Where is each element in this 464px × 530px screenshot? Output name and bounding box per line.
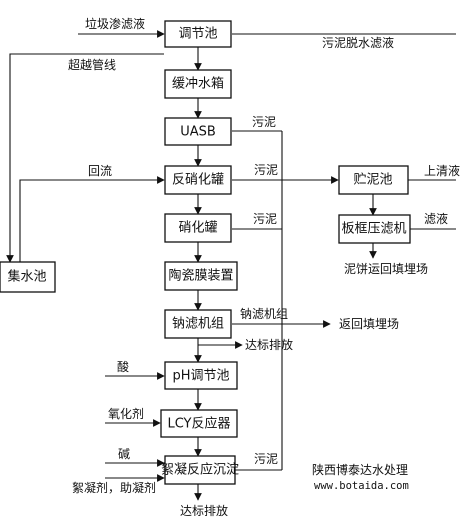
label-lvye: 滤液 [424, 211, 448, 226]
box-lcy: LCY反应器 [160, 409, 238, 438]
box-bankuang: 板框压滤机 [338, 214, 411, 244]
label-shangqing: 上清液 [424, 163, 460, 178]
label-wuni-xiaohua: 污泥 [253, 212, 277, 226]
label-dabiao-mid: 达标排放 [245, 337, 293, 352]
box-xuning: 絮凝反应沉淀 [161, 455, 239, 485]
bypass-line [6, 53, 164, 263]
return-flow-line [19, 176, 165, 262]
box-label: 调节池 [178, 27, 217, 42]
box-label: UASB [180, 125, 216, 140]
label-huiliu: 回流 [88, 164, 112, 178]
box-tiaojie: 调节池 [164, 20, 232, 48]
label-dabiao-bottom: 达标排放 [180, 503, 228, 518]
box-huanchong: 缓冲水箱 [164, 69, 232, 99]
label-xuningji: 絮凝剂，助凝剂 [72, 480, 156, 495]
label-yanghuaji: 氧化剂 [108, 406, 144, 421]
label-nibing: 泥饼运回填埋场 [344, 262, 428, 276]
watermark-line2: www.botaida.com [314, 480, 409, 492]
box-label: pH调节池 [172, 369, 229, 384]
box-label: 集水池 [7, 269, 46, 285]
label-fanhui: 返回填埋场 [339, 317, 399, 331]
label-wuni-xuning: 污泥 [254, 452, 278, 466]
box-label: 钠滤机组 [172, 317, 224, 332]
box-nalv: 钠滤机组 [164, 309, 232, 339]
watermark-line1: 陕西博泰达水处理 [312, 462, 408, 477]
label-suan: 酸 [117, 359, 129, 374]
label-chaoyue: 超越管线 [68, 57, 116, 72]
box-ph: pH调节池 [164, 361, 238, 390]
box-zhuni: 贮泥池 [338, 165, 409, 195]
box-label: 硝化罐 [178, 221, 217, 236]
label-wuni-uasb: 污泥 [252, 115, 276, 129]
box-uasb: UASB [164, 117, 232, 146]
box-jishui: 集水池 [0, 261, 56, 293]
box-label: LCY反应器 [167, 416, 230, 432]
watermark: 陕西博泰达水处理 www.botaida.com [308, 459, 420, 493]
label-wuni-tuoshui: 污泥脱水滤液 [322, 35, 394, 50]
label-nalv-right: 钠滤机组 [240, 306, 288, 321]
box-label: 陶瓷膜装置 [168, 268, 233, 284]
box-label: 贮泥池 [353, 173, 392, 188]
box-label: 反硝化罐 [172, 173, 224, 188]
label-laji: 垃圾渗滤液 [85, 16, 145, 31]
box-xiaohua: 硝化罐 [164, 213, 232, 243]
box-label: 缓冲水箱 [172, 76, 224, 92]
label-jian: 碱 [118, 447, 130, 461]
label-wuni-fanxiaohua: 污泥 [254, 163, 278, 177]
box-fanxiaohua: 反硝化罐 [164, 165, 232, 195]
box-label: 板框压滤机 [341, 222, 406, 237]
box-taoci: 陶瓷膜装置 [164, 261, 238, 291]
box-label: 絮凝反应沉淀 [161, 462, 239, 478]
